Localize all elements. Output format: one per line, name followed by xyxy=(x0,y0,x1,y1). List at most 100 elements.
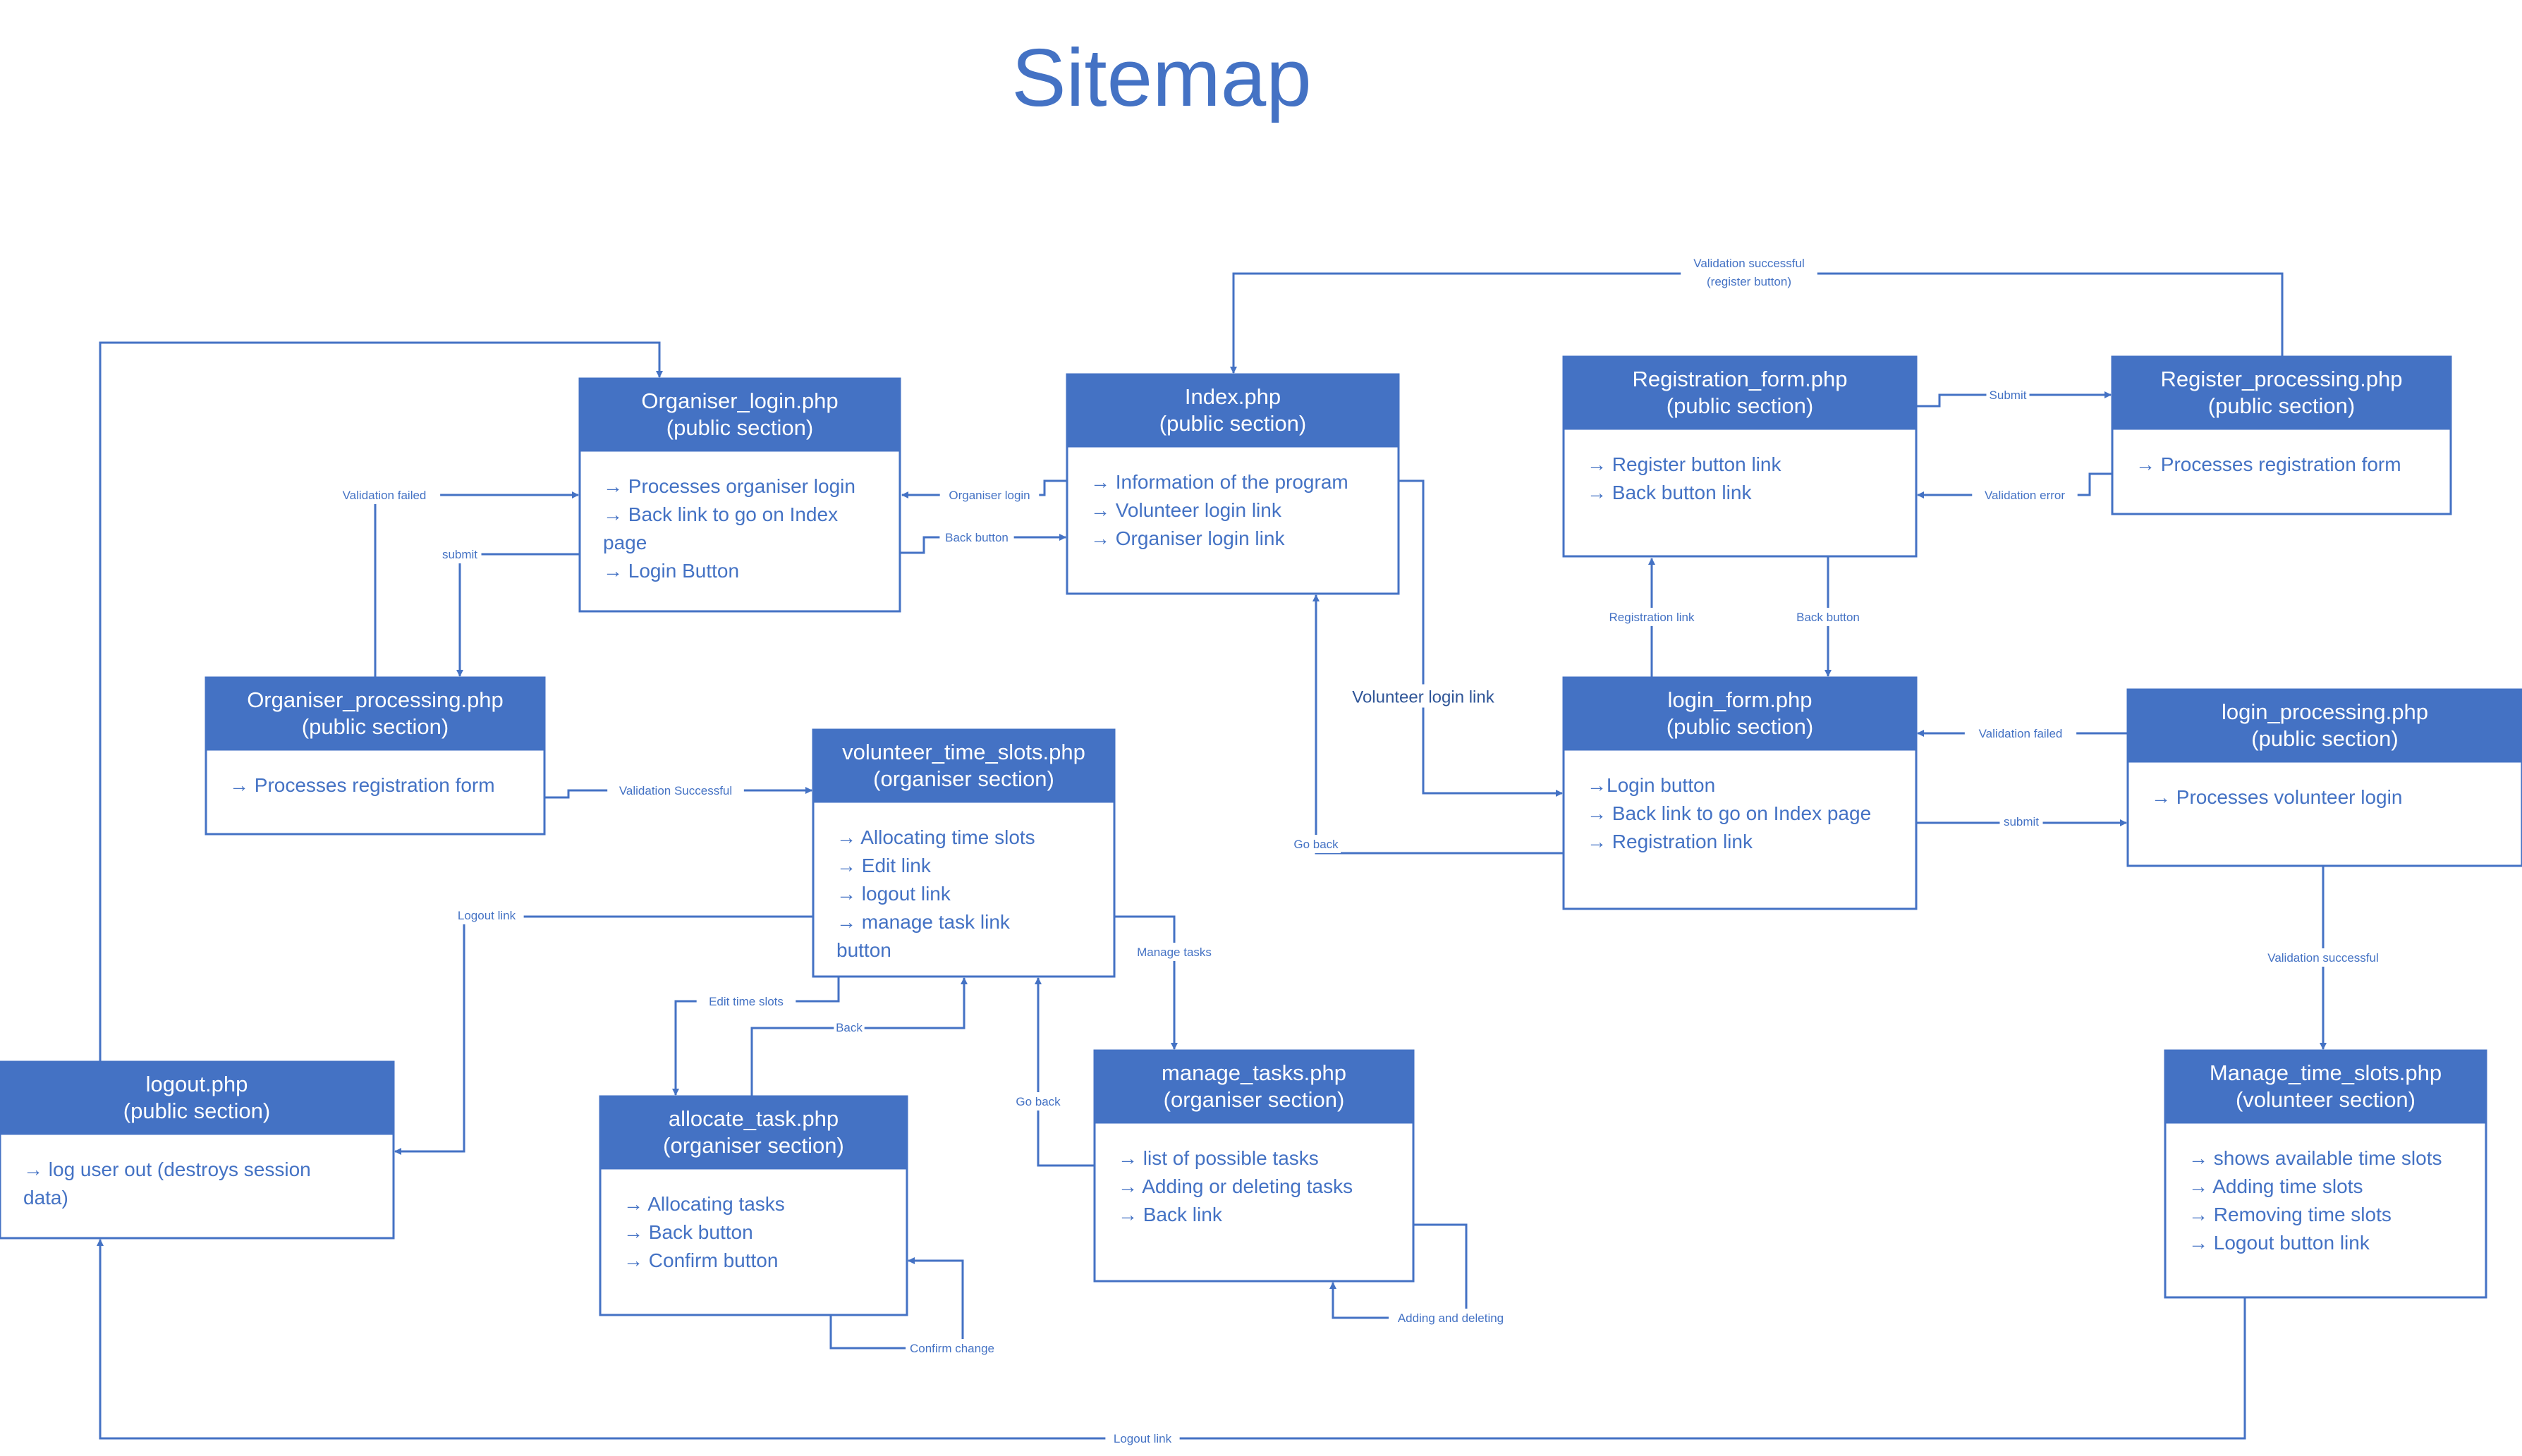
node-item: page xyxy=(603,532,647,553)
edge-manage-tasks-edge xyxy=(1114,915,1178,1050)
node-item: → Confirm button xyxy=(623,1249,778,1271)
node-section: (public section) xyxy=(2251,726,2398,751)
node-item: → Removing time slots xyxy=(2188,1204,2392,1225)
node-filename: Register_processing.php xyxy=(2161,367,2403,391)
edge-label-background xyxy=(1013,1092,1063,1111)
edge-label-text: Validation successful xyxy=(2267,951,2379,965)
node-filename: login_processing.php xyxy=(2222,699,2428,724)
node-item: → Processes organiser login xyxy=(603,475,855,497)
node-item: → list of possible tasks xyxy=(1118,1147,1319,1169)
node-item: → Adding time slots xyxy=(2188,1175,2363,1197)
node-filename: Registration_form.php xyxy=(1633,367,1848,391)
node-section: (public section) xyxy=(1667,393,1813,418)
node-section: (public section) xyxy=(666,415,813,440)
page-title: Sitemap xyxy=(1011,32,1312,123)
edge-label-submit-register: Submit xyxy=(1986,386,2030,404)
edge-label-text: Edit time slots xyxy=(709,995,784,1008)
edge-label-text: Validation failed xyxy=(1979,727,2063,740)
edge-label-text: Go back xyxy=(1016,1095,1061,1108)
node-section: (organiser section) xyxy=(1164,1087,1345,1112)
edge-logout-link-organiser xyxy=(394,915,813,1155)
node-header xyxy=(599,1095,908,1170)
node-item: → shows available time slots xyxy=(2188,1147,2442,1169)
edge-label-text: Go back xyxy=(1293,838,1339,851)
node-header xyxy=(1562,676,1918,751)
node-header xyxy=(578,377,901,452)
node-header xyxy=(1066,373,1400,448)
node-item: → manage task link xyxy=(836,911,1011,933)
node-item: → logout link xyxy=(836,883,951,905)
node-filename: volunteer_time_slots.php xyxy=(842,740,1085,764)
node-section: (public section) xyxy=(1667,714,1813,739)
node-item: → Login Button xyxy=(603,560,739,582)
edge-label-validation-successful-volunteer: Validation successful xyxy=(2255,948,2392,967)
edge-label-background xyxy=(1332,684,1514,708)
edge-label-text: Logout link xyxy=(458,909,516,922)
node-section: (public section) xyxy=(1159,411,1306,436)
edge-label-confirm-change-edge: Confirm change xyxy=(906,1339,999,1357)
node-section: (public section) xyxy=(123,1099,270,1123)
edge-label-background xyxy=(1291,835,1341,853)
edge-label-background xyxy=(328,486,441,504)
node-item: → Organiser login link xyxy=(1090,527,1285,549)
edge-label-organiser-login-edge: Organiser login xyxy=(939,486,1040,504)
node-item: → Back link to go on Index xyxy=(603,503,838,525)
page-node-allocate-task: allocate_task.php(organiser section)→ Al… xyxy=(599,1095,908,1316)
node-item: → Processes registration form xyxy=(229,774,495,796)
boxes-layer: Organiser_login.php(public section)→ Pro… xyxy=(0,355,2522,1316)
edge-label-background xyxy=(1133,943,1215,961)
node-item: → Allocating tasks xyxy=(623,1193,785,1215)
edge-label-logout-link-organiser: Logout link xyxy=(449,906,524,924)
edge-label-background xyxy=(607,781,744,800)
edge-label-submit-volunteer: submit xyxy=(1999,812,2043,831)
page-node-index: Index.php(public section)→ Information o… xyxy=(1066,373,1400,595)
node-item: → Register button link xyxy=(1587,453,1781,475)
page-node-organiser-login: Organiser_login.php(public section) → Pro… xyxy=(578,377,901,613)
edge-label-validation-error-register: Validation error xyxy=(1972,486,2078,504)
edge-label-background xyxy=(1986,386,2030,404)
node-filename: logout.php xyxy=(146,1072,248,1096)
edge-label-back-allocate: Back xyxy=(834,1018,865,1036)
edge-label-text: Organiser login xyxy=(949,489,1030,502)
node-header xyxy=(205,676,546,751)
edge-label-validation-successful-register: Validation successful(register button) xyxy=(1681,254,1817,290)
edge-labels-layer: Validation successful(register button) Or… xyxy=(328,254,2392,1448)
edge-label-logout-link-volunteer: Logout link xyxy=(1105,1429,1180,1448)
edge-label-background xyxy=(939,528,1014,546)
edge-label-edit-time-slots-edge: Edit time slots xyxy=(696,992,796,1010)
node-item: → Back button link xyxy=(1587,482,1752,503)
edge-label-submit-organiser: submit xyxy=(438,545,482,563)
edge-label-text: Logout link xyxy=(1114,1432,1172,1445)
edge-label-validation-failed-organiser: Validation failed xyxy=(328,486,441,504)
edge-label-background xyxy=(906,1339,999,1357)
node-item: → Logout button link xyxy=(2188,1232,2370,1254)
node-filename: Organiser_processing.php xyxy=(247,687,504,712)
node-item: → Back link to go on Index page xyxy=(1587,802,1871,824)
edge-label-adding-deleting-edge: Adding and deleting xyxy=(1389,1309,1513,1327)
edge-label-text: Validation Successful xyxy=(619,784,732,797)
edge-label-text: Volunteer login link xyxy=(1352,688,1494,707)
edge-label-background xyxy=(939,486,1040,504)
edge-label-background xyxy=(1681,254,1817,290)
node-item: → log user out (destroys session xyxy=(23,1158,311,1180)
node-filename: login_form.php xyxy=(1667,687,1812,712)
node-item: → Back link xyxy=(1118,1204,1223,1225)
page-node-volunteer-time-slots: volunteer_time_slots.php(organiser secti… xyxy=(812,728,1116,978)
edge-go-back-manage xyxy=(1035,977,1095,1167)
edge-validation-failed-organiser xyxy=(374,491,579,678)
node-item: → Edit link xyxy=(836,855,932,876)
edge-label-background xyxy=(449,906,524,924)
edge-logout-to-organiser-login xyxy=(99,341,663,1062)
node-filename: Organiser_login.php xyxy=(641,389,838,413)
node-section: (volunteer section) xyxy=(2236,1087,2416,1112)
page-node-manage-tasks: manage_tasks.php(organiser section)→ lis… xyxy=(1093,1049,1415,1283)
edge-label-background xyxy=(834,1018,865,1036)
edge-label-background xyxy=(1389,1309,1513,1327)
edge-label-text: submit xyxy=(442,548,477,561)
node-filename: Manage_time_slots.php xyxy=(2210,1060,2442,1085)
edge-label-back-button-edge: Back button xyxy=(939,528,1014,546)
edge-label-text: Manage tasks xyxy=(1137,946,1212,959)
edge-label-go-back-manage: Go back xyxy=(1013,1092,1063,1111)
node-item: → Information of the program xyxy=(1090,471,1348,493)
edge-label-text: Confirm change xyxy=(910,1342,994,1355)
